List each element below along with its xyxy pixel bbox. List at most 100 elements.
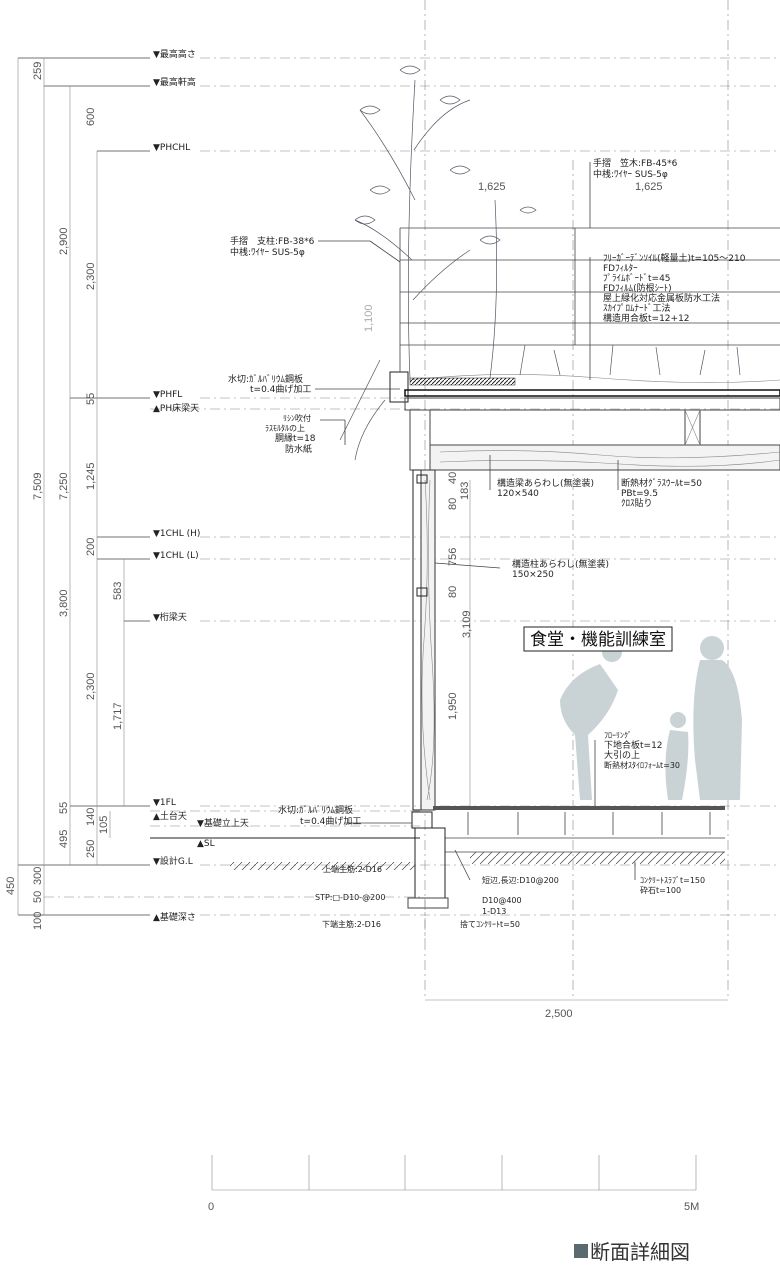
dim-text: 1,100 <box>363 304 375 332</box>
dim-text: 1,950 <box>447 692 459 720</box>
note-roof-layer: ﾌﾟﾗｲﾑﾎﾞｰﾄﾞt=45 <box>603 273 671 284</box>
note-handrail-rail: 中桟:ﾜｲﾔｰ SUS-5φ <box>230 246 305 258</box>
note-wall-layer: 胴縁t=18 <box>275 432 316 444</box>
dim-text: 1,245 <box>85 462 97 490</box>
note-ceiling: ｸﾛｽ貼り <box>621 497 653 509</box>
note-flashing: t=0.4曲げ加工 <box>250 384 311 395</box>
note-floor: ﾌﾛｰﾘﾝｸﾞ <box>604 731 632 740</box>
note-foundation: 1-D13 <box>482 907 506 916</box>
level-1chl-l: ▼1CHL (L) <box>153 551 199 561</box>
building-section <box>230 227 780 940</box>
note-roof-layer: FDﾌｨﾙﾑ(防根ｼｰﾄ) <box>603 282 672 294</box>
dim-text: 1,717 <box>112 702 124 730</box>
note-roof-layer: ﾌﾘｰｶﾞｰﾃﾞﾝｿｲﾙ(軽量土)t=105～210 <box>603 252 746 264</box>
dim-text: 200 <box>85 538 97 556</box>
dim-text: 2,300 <box>85 262 97 290</box>
dim-text: 250 <box>85 840 97 858</box>
note-wall-layer: 防水紙 <box>285 443 312 455</box>
dim-text: 300 <box>32 867 44 885</box>
dim-text: 105 <box>98 816 110 834</box>
dim-text: 55 <box>85 393 97 405</box>
dim-text: 2,900 <box>58 227 70 255</box>
level-phfl: ▼PHFL <box>153 390 182 400</box>
dim-text: 2,300 <box>85 672 97 700</box>
dim-text: 183 <box>459 482 471 500</box>
level-phchl: ▼PHCHL <box>153 143 190 153</box>
rooftop-plants <box>339 65 741 461</box>
dim-text: 80 <box>447 498 459 510</box>
note-column: 150×250 <box>512 570 554 580</box>
dim-text: 3,800 <box>58 589 70 617</box>
dim-text: 1,625 <box>478 181 506 193</box>
note-floor: 断熱材ｽﾀｲﾛﾌｫｰﾑt=30 <box>604 760 680 770</box>
note-beam: 120×540 <box>497 489 539 499</box>
level-max-height: ▼最高高さ <box>153 48 196 60</box>
note-floor: 大引の上 <box>604 749 640 761</box>
dim-text: 55 <box>58 802 70 814</box>
note-foundation: STP:□-D10-@200 <box>315 893 385 902</box>
level-labels: ▼最高高さ ▼最高軒高 ▼PHCHL ▼PHFL ▲PH床梁天 ▼1CHL (H… <box>153 48 249 923</box>
dim-text: 3,109 <box>461 610 473 638</box>
note-foundation: 捨てｺﾝｸﾘｰﾄt=50 <box>460 919 520 929</box>
level-design-gl: ▼設計G.L <box>153 855 193 867</box>
scale-start-label: 0 <box>208 1201 214 1213</box>
room-label-box: 食堂・機能訓練室 <box>523 626 673 652</box>
note-foundation: D10@400 <box>482 896 522 905</box>
dim-text: 450 <box>5 877 17 895</box>
drawing-title-text: 断面詳細図 <box>590 1240 690 1264</box>
note-roof-layer: 構造用合板t=12+12 <box>603 312 690 324</box>
note-flashing: 水切:ｶﾞﾙﾊﾞﾘｳﾑ鋼板 <box>278 804 353 816</box>
dim-text: 1,625 <box>635 181 663 193</box>
level-foundation-depth: ▲基礎深さ <box>153 911 196 923</box>
dim-text: 583 <box>112 582 124 600</box>
dim-text: 100 <box>32 912 44 930</box>
note-roof-layer: 屋上緑化対応金属板防水工法 <box>603 292 720 304</box>
scale-end-label: 5M <box>684 1201 699 1213</box>
level-1fl: ▼1FL <box>153 798 176 808</box>
note-foundation: 短辺,長辺:D10@200 <box>482 875 559 885</box>
dim-text: 40 <box>447 472 459 484</box>
note-column: 構造柱あらわし(無塗装) <box>512 558 609 570</box>
note-flashing: 水切:ｶﾞﾙﾊﾞﾘｳﾑ鋼板 <box>228 373 303 385</box>
note-handrail-rail: 中桟:ﾜｲﾔｰ SUS-5φ <box>593 168 668 180</box>
dim-text: 7,509 <box>32 472 44 500</box>
note-flashing: t=0.4曲げ加工 <box>300 816 361 827</box>
note-ceiling: PBt=9.5 <box>621 489 658 499</box>
dim-text: 756 <box>447 548 459 566</box>
note-wall-layer: ﾘｼﾝ吹付 <box>283 413 311 423</box>
level-sill-top: ▲土台天 <box>153 810 187 822</box>
level-foundation-top: ▼基礎立上天 <box>197 817 249 829</box>
note-slab: ｺﾝｸﾘｰﾄｽﾗﾌﾞt=150 <box>640 876 705 885</box>
dim-text: 495 <box>58 830 70 848</box>
dim-text: 259 <box>32 62 44 80</box>
dim-text: 80 <box>447 586 459 598</box>
note-roof-layer: FDﾌｨﾙﾀｰ <box>603 263 638 274</box>
level-1chl-h: ▼1CHL (H) <box>153 529 200 539</box>
note-handrail-post: 手摺 支柱:FB-38*6 <box>230 235 315 247</box>
note-foundation: 上端主筋:2-D16 <box>323 864 382 874</box>
leader-lines <box>315 162 636 881</box>
level-max-eave: ▼最高軒高 <box>153 76 196 88</box>
level-sl: ▲SL <box>197 839 215 849</box>
dim-text: 7,250 <box>58 472 70 500</box>
level-ph-beam-top: ▲PH床梁天 <box>153 402 199 414</box>
note-foundation: 下端主筋:2-D16 <box>322 919 381 929</box>
dim-text: 50 <box>32 891 44 903</box>
note-wall-layer: ﾗｽﾓﾙﾀﾙの上 <box>265 424 305 433</box>
scale-bar: 0 5M <box>208 1155 699 1213</box>
room-label: 食堂・機能訓練室 <box>530 630 666 650</box>
note-ceiling: 断熱材ｸﾞﾗｽｳｰﾙt=50 <box>621 477 702 489</box>
note-handrail-cap: 手摺 笠木:FB-45*6 <box>593 157 678 169</box>
drawing-title: 断面詳細図 <box>574 1240 690 1264</box>
note-roof-layer: ｽｶｲﾌﾟﾛﾑﾅｰﾄﾞ工法 <box>603 302 671 314</box>
drawing-dimensions: 1,625 1,625 1,100 183 80 756 80 3,109 1,… <box>363 181 663 1020</box>
dim-text: 600 <box>85 108 97 126</box>
annotations: 手摺 支柱:FB-38*6 中桟:ﾜｲﾔｰ SUS-5φ 手摺 笠木:FB-45… <box>228 157 746 929</box>
note-slab: 砕石t=100 <box>640 885 681 895</box>
level-girder-top: ▼桁梁天 <box>153 611 187 623</box>
dim-text: 2,500 <box>545 1008 573 1020</box>
note-floor: 下地合板t=12 <box>604 739 663 751</box>
note-beam: 構造梁あらわし(無塗装) <box>497 477 594 489</box>
